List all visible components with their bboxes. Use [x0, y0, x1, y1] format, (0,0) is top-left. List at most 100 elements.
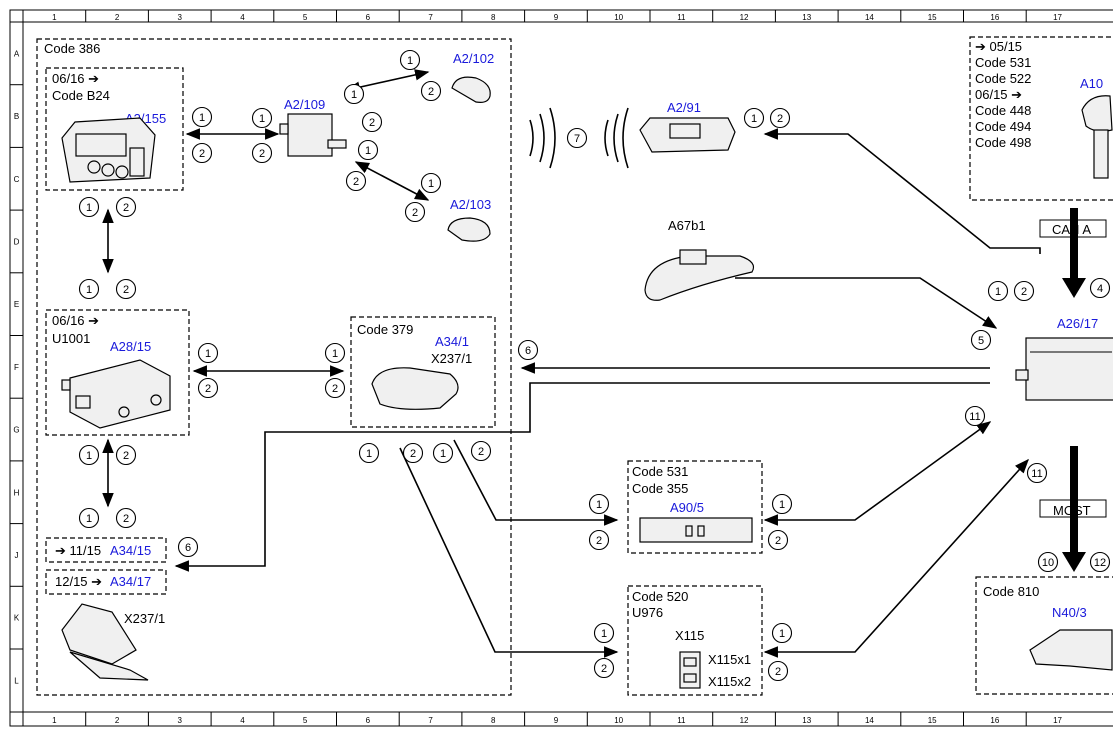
connection-number-label: 2: [478, 446, 484, 458]
connection-number-label: 6: [185, 542, 191, 554]
group-a28-15: [45, 309, 190, 436]
label-a34-17-prefix: 12/15 ➔: [55, 574, 102, 589]
group-code-386: [36, 38, 512, 696]
connection-number-label: 2: [332, 383, 338, 395]
connection-number: 2: [767, 660, 789, 682]
connection-number-label: 2: [777, 113, 783, 125]
component-a28-15: [61, 359, 171, 429]
connection-number-label: 2: [199, 148, 205, 160]
connection-number: 2: [593, 657, 615, 679]
group-label-n40-3: Code 810: [983, 584, 1039, 599]
connection-number: 1: [357, 139, 379, 161]
connection-number: 4: [1089, 277, 1111, 299]
component-a34-1: [371, 367, 459, 410]
group-a34-17: [45, 569, 167, 595]
group-label-a90-5-1: Code 531: [632, 464, 688, 479]
connection-number-label: 2: [775, 535, 781, 547]
connection-number-label: 1: [86, 513, 92, 525]
connection-number: 1: [399, 49, 421, 71]
grid-col-label-top: 12: [740, 13, 749, 22]
connection-number: 2: [251, 142, 273, 164]
connection-number-label: 2: [412, 207, 418, 219]
connection-number-label: 2: [428, 86, 434, 98]
connection-number-label: 2: [353, 176, 359, 188]
grid-col-label-top: 15: [928, 13, 937, 22]
connection-number-label: 1: [259, 113, 265, 125]
connection-number: 2: [470, 440, 492, 462]
group-a34-1: [350, 316, 496, 428]
connection-number: 10: [1037, 551, 1059, 573]
group-label-u976-1: Code 520: [632, 589, 688, 604]
grid-col-label-top: 4: [240, 13, 245, 22]
group-label-a2-155-1: 06/16 ➔: [52, 71, 99, 86]
grid-col-label-bottom: 1: [52, 716, 57, 725]
grid-col-label-top: 3: [178, 13, 183, 22]
connection-number: 12: [1089, 551, 1111, 573]
group-label-tr-1: ➔ 05/15: [975, 39, 1022, 54]
connection-number-label: 5: [978, 335, 984, 347]
connection-number-label: 7: [574, 133, 580, 145]
connection-line: [763, 421, 992, 526]
connection-number: 1: [251, 107, 273, 129]
grid-column-markers: 1122334455667788991010111112121313141415…: [52, 10, 1063, 726]
connection-number-label: 1: [601, 628, 607, 640]
label-a67b1: A67b1: [668, 218, 706, 233]
connection-line: [174, 382, 990, 572]
connection-number: 2: [404, 201, 426, 223]
group-top-right: [969, 36, 1113, 201]
group-label-a34-1: Code 379: [357, 322, 413, 337]
label-a28-15: A28/15: [110, 339, 151, 354]
grid-col-label-bottom: 12: [740, 716, 749, 725]
grid-row-label: C: [14, 175, 20, 184]
connection-number-label: 2: [596, 535, 602, 547]
connection-number-label: 1: [365, 145, 371, 157]
connection-number: 2: [324, 377, 346, 399]
grid-col-label-bottom: 5: [303, 716, 308, 725]
grid-row-label: G: [13, 426, 19, 435]
radio-waves: [529, 107, 629, 169]
component-x237-1: [61, 603, 149, 681]
grid-col-label-top: 1: [52, 13, 57, 22]
label-a2-91: A2/91: [667, 100, 701, 115]
grid-col-label-bottom: 11: [677, 716, 686, 725]
grid-col-label-top: 16: [990, 13, 999, 22]
connection-number: 1: [78, 196, 100, 218]
grid-row-label: B: [14, 112, 19, 121]
group-n40-3: [975, 576, 1113, 695]
group-label-u976-2: U976: [632, 605, 663, 620]
grid-row-label: F: [14, 363, 19, 372]
connection-line: [354, 161, 430, 201]
grid-col-label-top: 14: [865, 13, 874, 22]
group-a34-15: [45, 537, 167, 563]
connection-number: 1: [197, 342, 219, 364]
connection-number-label: 2: [123, 513, 129, 525]
connection-number: 2: [345, 170, 367, 192]
grid-col-label-bottom: 2: [115, 716, 120, 725]
label-n40-3: N40/3: [1052, 605, 1087, 620]
label-a90-5: A90/5: [670, 500, 704, 515]
connection-number: 6: [177, 536, 199, 558]
label-a2-109: A2/109: [284, 97, 325, 112]
component-a2-109: [279, 113, 347, 157]
connection-number: 1: [771, 493, 793, 515]
label-a34-17: A34/17: [110, 574, 151, 589]
connection-number-label: 2: [410, 448, 416, 460]
connection-number-label: 1: [596, 499, 602, 511]
connection-number-label: 2: [259, 148, 265, 160]
label-x115: X115: [675, 628, 704, 643]
label-a10: A10: [1080, 76, 1103, 91]
connection-number-label: 1: [366, 448, 372, 460]
connection-number: 5: [970, 329, 992, 351]
connection-number: 1: [743, 107, 765, 129]
connection-number: 1: [78, 278, 100, 300]
connection-number: 1: [324, 342, 346, 364]
connection-number: 1: [593, 622, 615, 644]
component-a90-5: [639, 517, 753, 543]
grid-col-label-top: 13: [802, 13, 811, 22]
component-a67b1: [644, 249, 755, 301]
grid-col-label-top: 8: [491, 13, 496, 22]
connection-number: 1: [588, 493, 610, 515]
grid-col-label-bottom: 9: [554, 716, 559, 725]
connection-number-label: 12: [1094, 557, 1106, 569]
